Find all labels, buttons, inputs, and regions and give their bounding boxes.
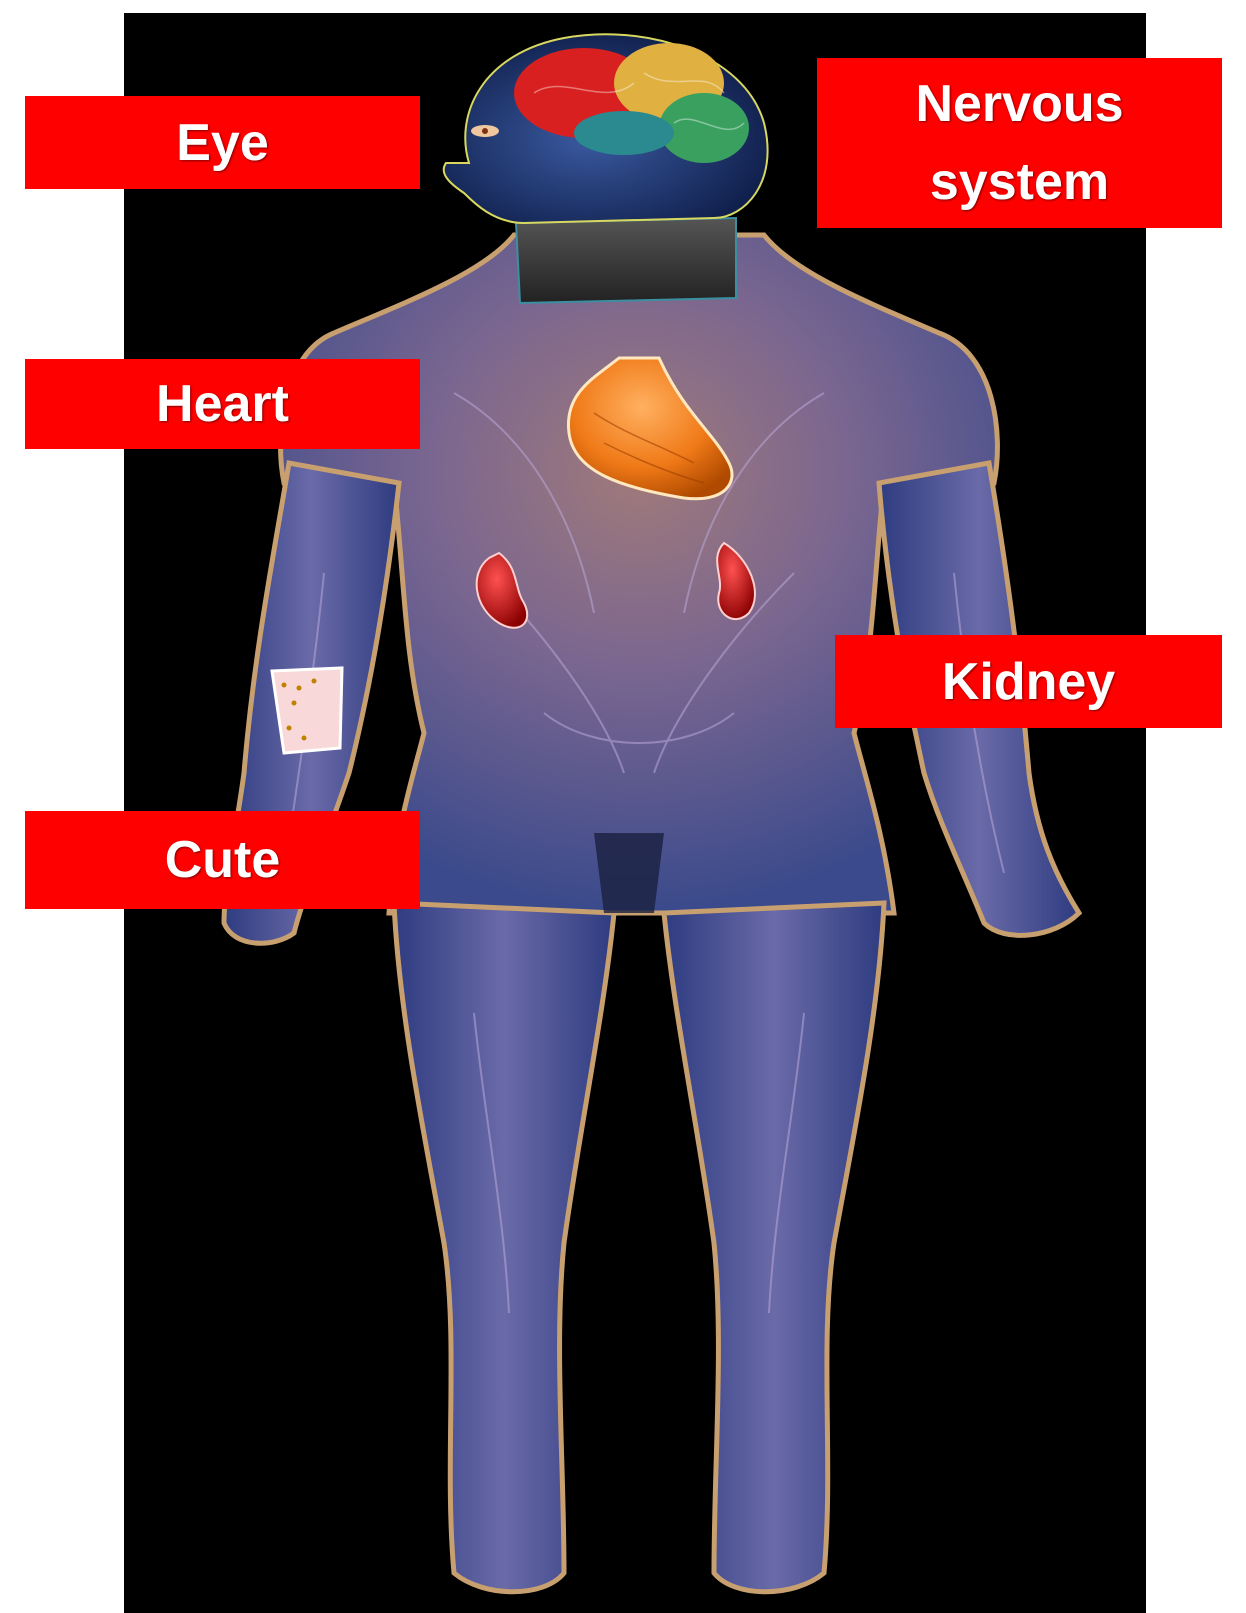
eye-icon (471, 125, 499, 137)
cute-label: Cute (25, 811, 420, 909)
skin-patch-icon (272, 668, 342, 753)
eye-label: Eye (25, 96, 420, 189)
neck-band (516, 218, 736, 303)
head (444, 34, 768, 223)
heart-label: Heart (25, 359, 420, 449)
kidney-label: Kidney (835, 635, 1222, 728)
nervous-system-label: Nervous system (817, 58, 1222, 228)
pelvis-shadow (594, 833, 664, 913)
